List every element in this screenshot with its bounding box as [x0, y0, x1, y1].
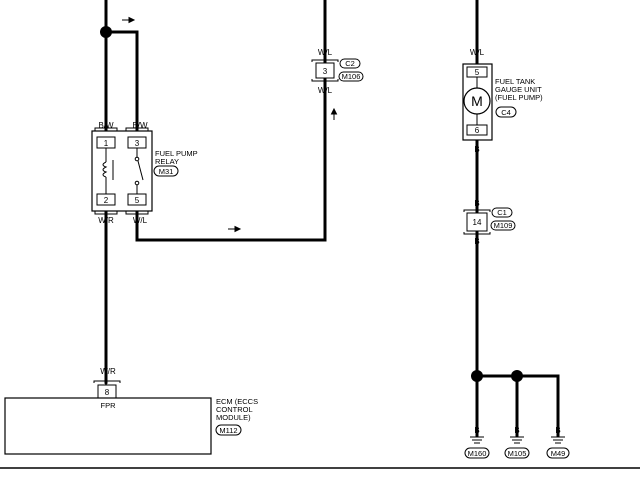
connector-id: C2 — [345, 59, 355, 68]
connector-id: C1 — [497, 208, 507, 217]
wire-label: B — [555, 426, 560, 435]
relay-pin: 5 — [135, 196, 140, 205]
ecm-body — [4, 397, 212, 455]
relay-pin: 3 — [135, 139, 140, 148]
wire-label: W/L — [318, 48, 333, 57]
wire-labels: B/W B/W W/R W/L W/L W/L W/L B B B W/R B … — [98, 48, 560, 435]
wire-label: B — [514, 426, 519, 435]
ground-icon — [551, 436, 565, 444]
wire-label: B/W — [98, 121, 114, 130]
fuel-tank-gauge-unit: 5 6 M FUEL TANK GAUGE UNIT (FUEL PUMP) C… — [462, 63, 543, 141]
connector-c1: 14 C1 M109 — [463, 207, 516, 235]
gauge-unit-name: (FUEL PUMP) — [495, 93, 543, 102]
gauge-unit-name: GAUGE UNIT — [495, 85, 542, 94]
arrow-right-icon — [122, 16, 136, 24]
ecm-name: MODULE) — [216, 413, 251, 422]
wire-b-ground-bus — [475, 374, 560, 438]
splice-dot — [471, 370, 483, 382]
ground-m49: M49 — [546, 436, 570, 459]
ground-m105: M105 — [504, 436, 530, 459]
wire-label: B — [474, 145, 479, 154]
wire-label: B/W — [132, 121, 148, 130]
splice-dot — [511, 370, 523, 382]
ecm-name: CONTROL — [216, 405, 253, 414]
arrow-right-icon — [228, 225, 242, 233]
relay-name: FUEL PUMP — [155, 149, 198, 158]
ecm-name: ECM (ECCS — [216, 397, 258, 406]
ground-icon — [470, 436, 484, 444]
connector-c2: 3 C2 M106 — [311, 58, 364, 82]
connector-id: M109 — [494, 221, 513, 230]
ground-id: M160 — [468, 449, 487, 458]
wire-label: W/L — [318, 86, 333, 95]
wire-label: W/R — [100, 367, 116, 376]
motor-icon — [463, 87, 491, 115]
motor-symbol: M — [471, 93, 483, 109]
gauge-pin: 6 — [475, 126, 480, 135]
relay-pin: 1 — [104, 139, 109, 148]
ground-icon — [510, 436, 524, 444]
ecm-pin: 8 — [105, 388, 110, 397]
wires — [104, 0, 560, 438]
flow-arrows — [122, 16, 338, 233]
splice-dot — [100, 26, 112, 38]
wire-wl-relay-c2 — [135, 0, 327, 242]
connector-id: M106 — [342, 72, 361, 81]
arrow-up-icon — [330, 107, 338, 120]
ecm: 8 FPR ECM (ECCS CONTROL MODULE) M112 — [4, 380, 258, 455]
wire-label: W/L — [133, 216, 148, 225]
grounds: M160 M105 M49 — [464, 436, 570, 459]
relay-coil-icon — [102, 148, 114, 194]
gauge-pin: 5 — [475, 68, 480, 77]
wire-label: B — [474, 237, 479, 246]
relay-pin: 2 — [104, 196, 109, 205]
gauge-connector-id: C4 — [501, 108, 511, 117]
connector-pin: 14 — [473, 218, 482, 227]
ground-id: M49 — [551, 449, 566, 458]
fuel-pump-relay: 1 3 2 5 FUEL PUMP RELAY M31 — [91, 127, 198, 215]
wire-label: W/R — [98, 216, 114, 225]
wire-bw-branch — [104, 30, 139, 139]
ground-id: M105 — [508, 449, 527, 458]
relay-connector-id: M31 — [159, 167, 174, 176]
connector-pin: 3 — [323, 67, 328, 76]
ecm-terminal: FPR — [101, 401, 117, 410]
wire-label: B — [474, 426, 479, 435]
ground-m160: M160 — [464, 436, 490, 459]
gauge-unit-name: FUEL TANK — [495, 77, 535, 86]
relay-name: RELAY — [155, 157, 179, 166]
relay-switch-icon — [134, 148, 144, 194]
ecm-connector-id: M112 — [219, 426, 237, 435]
wire-label: B — [474, 199, 479, 208]
wire-label: W/L — [470, 48, 485, 57]
